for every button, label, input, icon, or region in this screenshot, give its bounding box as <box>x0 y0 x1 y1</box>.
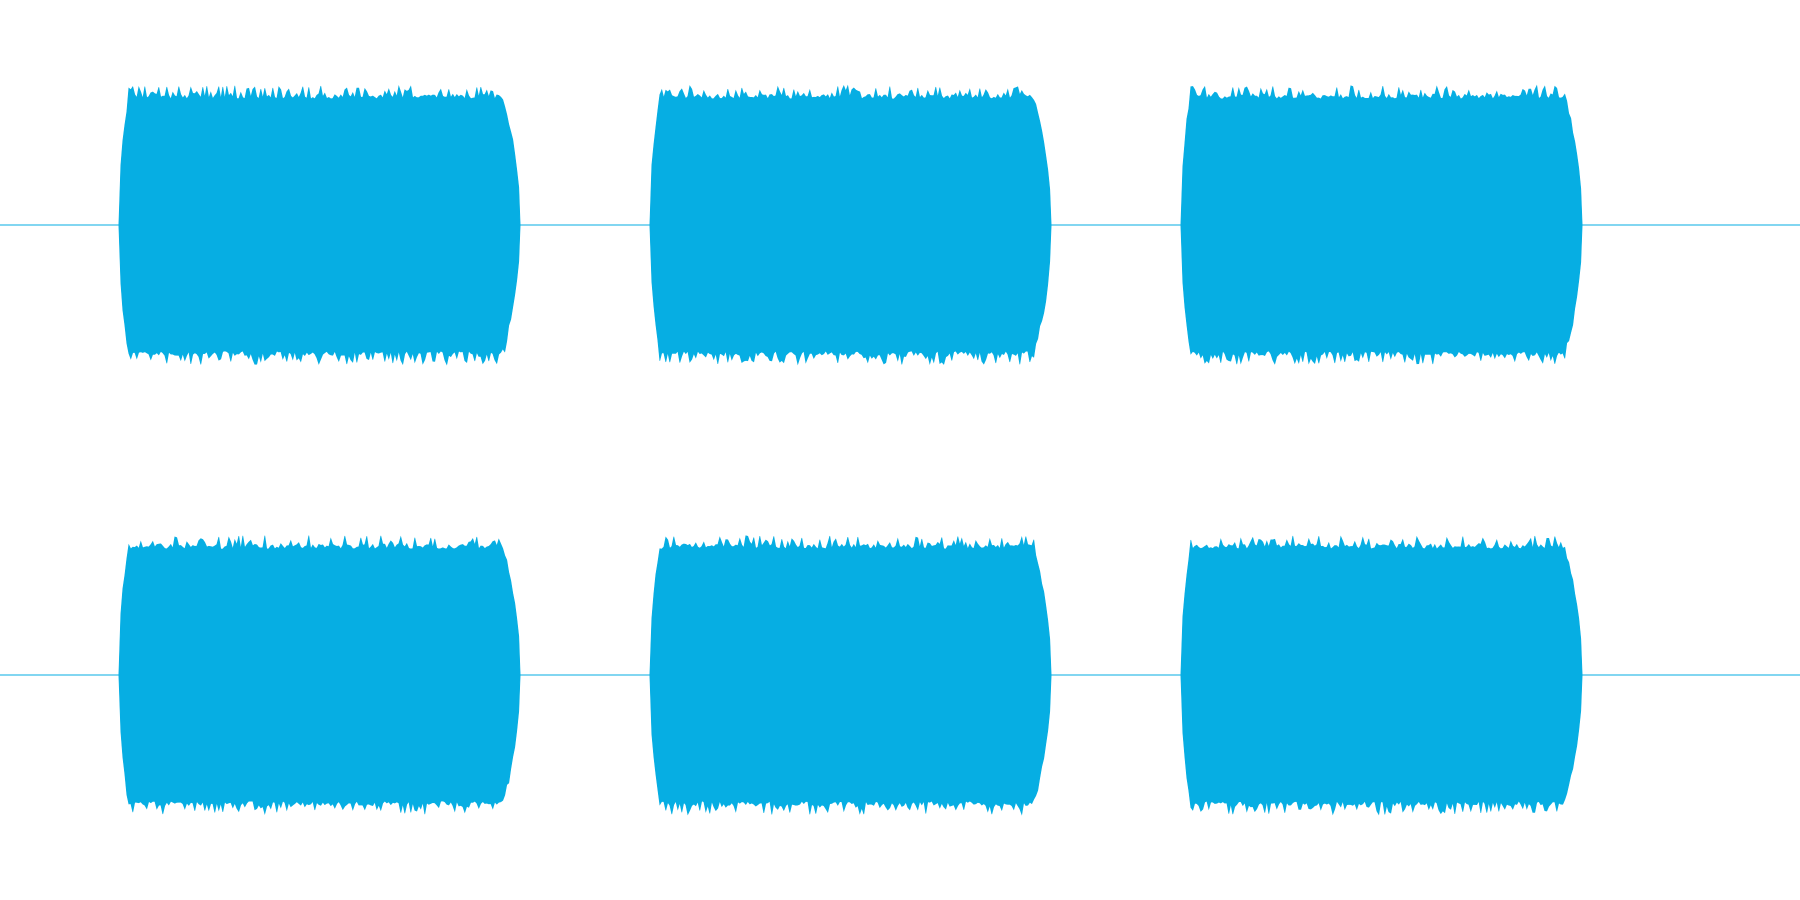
channel-2-burst-2 <box>649 535 1052 816</box>
channel-2-burst-1 <box>118 535 521 816</box>
channel-1-burst-1 <box>118 85 521 366</box>
channel-1 <box>0 84 1800 366</box>
channel-1-burst-2 <box>649 84 1052 366</box>
channel-2 <box>0 535 1800 816</box>
channel-1-burst-3 <box>1180 84 1583 365</box>
channel-2-burst-3 <box>1180 535 1583 816</box>
